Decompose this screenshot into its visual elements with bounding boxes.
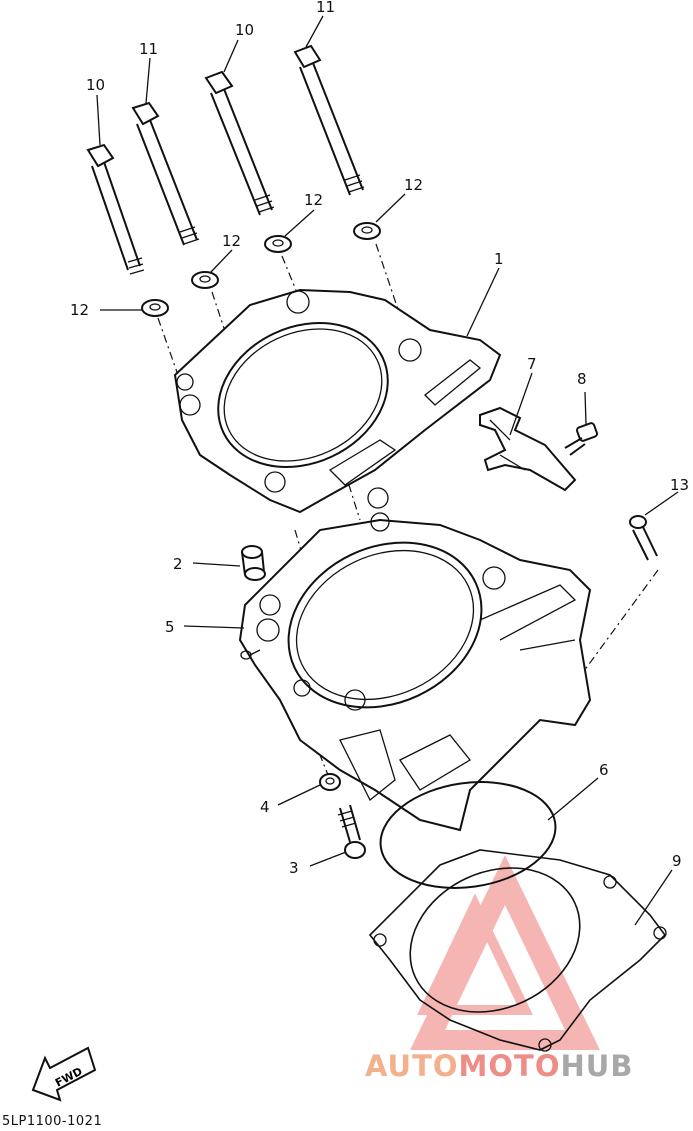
bolt-8 bbox=[564, 422, 599, 456]
callout-11: 11 bbox=[139, 40, 158, 58]
callout-6: 6 bbox=[599, 761, 609, 779]
cylinder-bolt-10-right bbox=[204, 70, 275, 216]
o-ring-6 bbox=[379, 781, 557, 889]
callout-9: 9 bbox=[672, 852, 682, 870]
callout-numbers: 10 11 10 11 12 12 12 12 1 7 8 13 2 5 4 3… bbox=[70, 0, 689, 877]
callout-4: 4 bbox=[260, 798, 270, 816]
washer-4 bbox=[319, 773, 341, 791]
bolt-13 bbox=[629, 515, 658, 561]
callout-12: 12 bbox=[304, 191, 323, 209]
cylinder-bolt-11-left bbox=[131, 101, 200, 246]
callout-12: 12 bbox=[222, 232, 241, 250]
callout-13: 13 bbox=[670, 476, 689, 494]
callout-3: 3 bbox=[289, 859, 299, 877]
bolt-3 bbox=[337, 804, 366, 859]
callout-10: 10 bbox=[235, 21, 254, 39]
callout-1: 1 bbox=[494, 250, 504, 268]
cylinder-bolt-10-left bbox=[86, 143, 145, 275]
fwd-label: FWD bbox=[53, 1065, 85, 1090]
callout-11: 11 bbox=[316, 0, 335, 16]
reference-code: 5LP1100-1021 bbox=[2, 1114, 103, 1129]
bolt-13-centerline bbox=[569, 569, 659, 691]
watermark-part2: MOTO bbox=[458, 1049, 561, 1083]
callout-7: 7 bbox=[527, 355, 537, 373]
washer-12 bbox=[141, 222, 381, 317]
watermark-text: AUTOMOTOHUB bbox=[365, 1049, 633, 1083]
watermark-part3: HUB bbox=[560, 1049, 634, 1083]
callout-2: 2 bbox=[173, 555, 183, 573]
watermark-logo bbox=[410, 855, 600, 1050]
base-gasket-9 bbox=[368, 849, 667, 1052]
head-gasket bbox=[173, 288, 502, 514]
callout-8: 8 bbox=[577, 370, 587, 388]
watermark-part1: AUTO bbox=[365, 1049, 459, 1083]
callout-12: 12 bbox=[404, 176, 423, 194]
callout-5: 5 bbox=[165, 618, 175, 636]
cylinder-bolt-11-right bbox=[293, 44, 365, 196]
cylinder-block bbox=[238, 512, 592, 832]
dowel-pin-2 bbox=[241, 545, 266, 581]
fwd-direction-arrow: FWD bbox=[31, 1046, 97, 1102]
timing-chain-guide-stopper bbox=[479, 406, 577, 492]
callout-12: 12 bbox=[70, 301, 89, 319]
callout-10: 10 bbox=[86, 76, 105, 94]
leader-lines bbox=[96, 15, 679, 926]
